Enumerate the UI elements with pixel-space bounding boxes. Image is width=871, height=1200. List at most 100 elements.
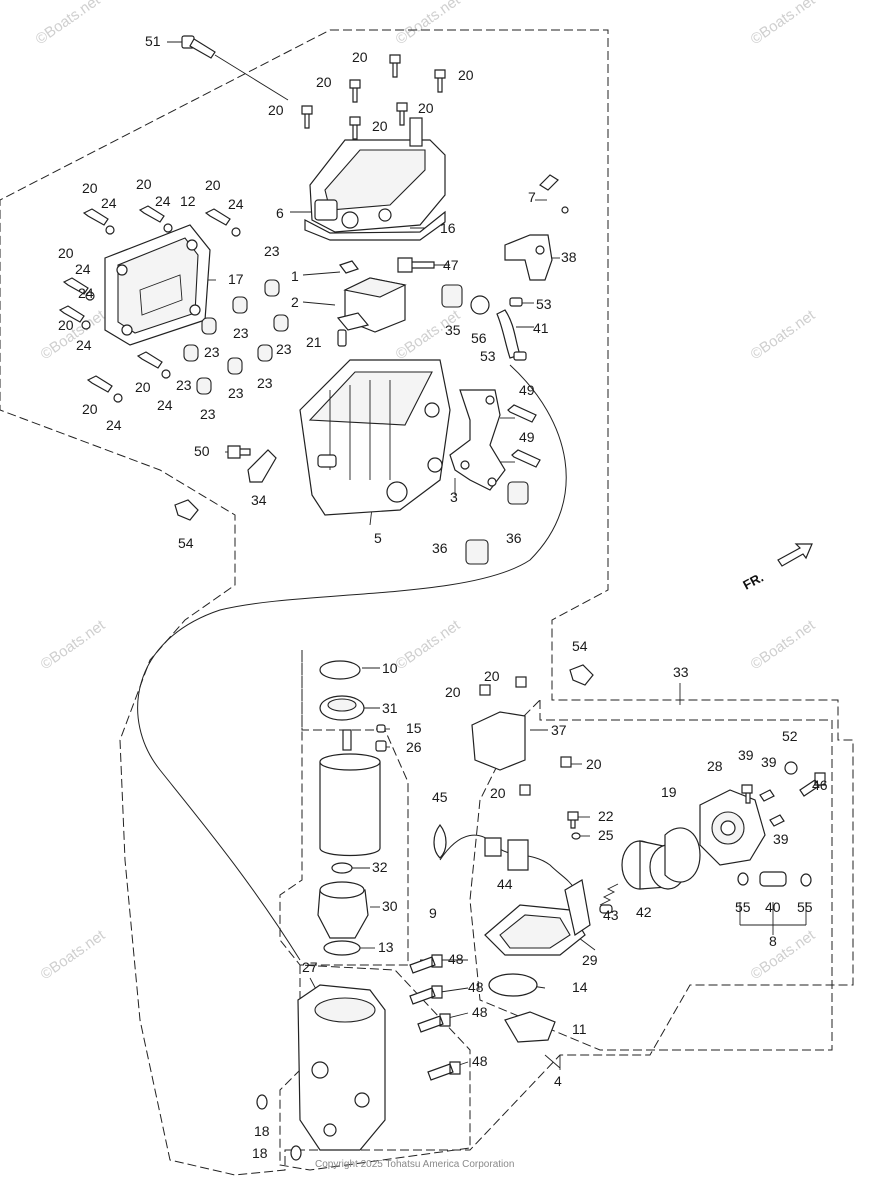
filter-assembly-drawing: [599, 789, 766, 914]
callout-53: 53: [536, 296, 552, 312]
callout-20: 20: [58, 317, 74, 333]
callout-20: 20: [586, 756, 602, 772]
bolts-39-drawing: [741, 784, 785, 827]
watermark: ©Boats.net: [393, 616, 464, 673]
front-direction-label: FR.: [740, 570, 766, 593]
lower-housing-boundary: [279, 964, 471, 1171]
callout-20: 20: [490, 785, 506, 801]
callout-16: 16: [440, 220, 456, 236]
bracket-37-drawing: [471, 676, 572, 796]
callout-22: 22: [598, 808, 614, 824]
callout-24: 24: [155, 193, 171, 209]
callout-39: 39: [738, 747, 754, 763]
part-drawings: [58, 35, 826, 1161]
callout-24: 24: [106, 417, 122, 433]
callout-7: 7: [528, 189, 536, 205]
callout-34: 34: [251, 492, 267, 508]
callout-20: 20: [205, 177, 221, 193]
callout-29: 29: [582, 952, 598, 968]
callout-18: 18: [254, 1123, 270, 1139]
callout-20: 20: [418, 100, 434, 116]
callout-6: 6: [276, 205, 284, 221]
callout-17: 17: [228, 271, 244, 287]
upper-assembly-boundary: [0, 29, 854, 1176]
callout-36: 36: [506, 530, 522, 546]
callout-20: 20: [268, 102, 284, 118]
callout-54: 54: [178, 535, 194, 551]
callout-20: 20: [82, 180, 98, 196]
callout-20: 20: [82, 401, 98, 417]
callout-24: 24: [75, 261, 91, 277]
callout-48: 48: [472, 1053, 488, 1069]
lower-housing-drawing: [297, 984, 386, 1151]
bolts-49-drawing: [507, 404, 541, 468]
callout-35: 35: [445, 322, 461, 338]
callout-20: 20: [135, 379, 151, 395]
callout-38: 38: [561, 249, 577, 265]
o-rings-18-drawing: [256, 1094, 302, 1161]
callout-41: 41: [533, 320, 549, 336]
callout-30: 30: [382, 898, 398, 914]
callout-1: 1: [291, 268, 299, 284]
callout-20: 20: [58, 245, 74, 261]
callout-52: 52: [782, 728, 798, 744]
callout-37: 37: [551, 722, 567, 738]
bracket-3-drawing: [449, 389, 506, 491]
vapor-separator-body-drawing: [299, 359, 451, 516]
callout-4: 4: [554, 1073, 562, 1089]
callout-20: 20: [484, 668, 500, 684]
float-assembly-drawing: [336, 260, 407, 347]
callout-32: 32: [372, 859, 388, 875]
callout-24: 24: [101, 195, 117, 211]
callout-54: 54: [572, 638, 588, 654]
bracket-38-drawing: [504, 234, 553, 281]
union-40-drawing: [737, 871, 812, 887]
callout-42: 42: [636, 904, 652, 920]
watermark: ©Boats.net: [748, 926, 819, 983]
callout-47: 47: [443, 257, 459, 273]
bracket-34-drawing: [227, 445, 277, 483]
callout-26: 26: [406, 739, 422, 755]
callout-20: 20: [458, 67, 474, 83]
fuel-pump-drawing: [317, 660, 387, 956]
watermark: ©Boats.net: [33, 0, 104, 48]
callout-53: 53: [480, 348, 496, 364]
callout-55: 55: [797, 899, 813, 915]
callout-15: 15: [406, 720, 422, 736]
callout-23: 23: [257, 375, 273, 391]
watermark: ©Boats.net: [38, 616, 109, 673]
watermark: ©Boats.net: [393, 0, 464, 48]
bolt-51-drawing: [181, 35, 216, 59]
callout-39: 39: [773, 831, 789, 847]
callout-55: 55: [735, 899, 751, 915]
callout-43: 43: [603, 907, 619, 923]
callout-24: 24: [76, 337, 92, 353]
callout-9: 9: [429, 905, 437, 921]
callout-23: 23: [176, 377, 192, 393]
harness-44-drawing: [433, 824, 576, 891]
bolts-48-drawing: [409, 954, 461, 1081]
callout-24: 24: [228, 196, 244, 212]
part-7-drawing: [539, 174, 569, 214]
callout-27: 27: [302, 959, 318, 975]
callout-56: 56: [471, 330, 487, 346]
washer-52-bolt-46: [784, 761, 826, 797]
callout-48: 48: [472, 1004, 488, 1020]
hose-41-drawing: [470, 295, 527, 361]
callout-20: 20: [316, 74, 332, 90]
callout-25: 25: [598, 827, 614, 843]
pump-base-drawing: [484, 879, 591, 1043]
callout-23: 23: [200, 406, 216, 422]
callout-39: 39: [761, 754, 777, 770]
screw-22-washer-25: [567, 811, 581, 840]
callout-12: 12: [180, 193, 196, 209]
callout-18: 18: [252, 1145, 268, 1161]
screw-47-drawing: [397, 257, 435, 273]
callout-33: 33: [673, 664, 689, 680]
callout-23: 23: [264, 243, 280, 259]
vent-hose-route: [137, 364, 567, 961]
callout-21: 21: [306, 334, 322, 350]
callout-23: 23: [228, 385, 244, 401]
callout-5: 5: [374, 530, 382, 546]
callout-14: 14: [572, 979, 588, 995]
